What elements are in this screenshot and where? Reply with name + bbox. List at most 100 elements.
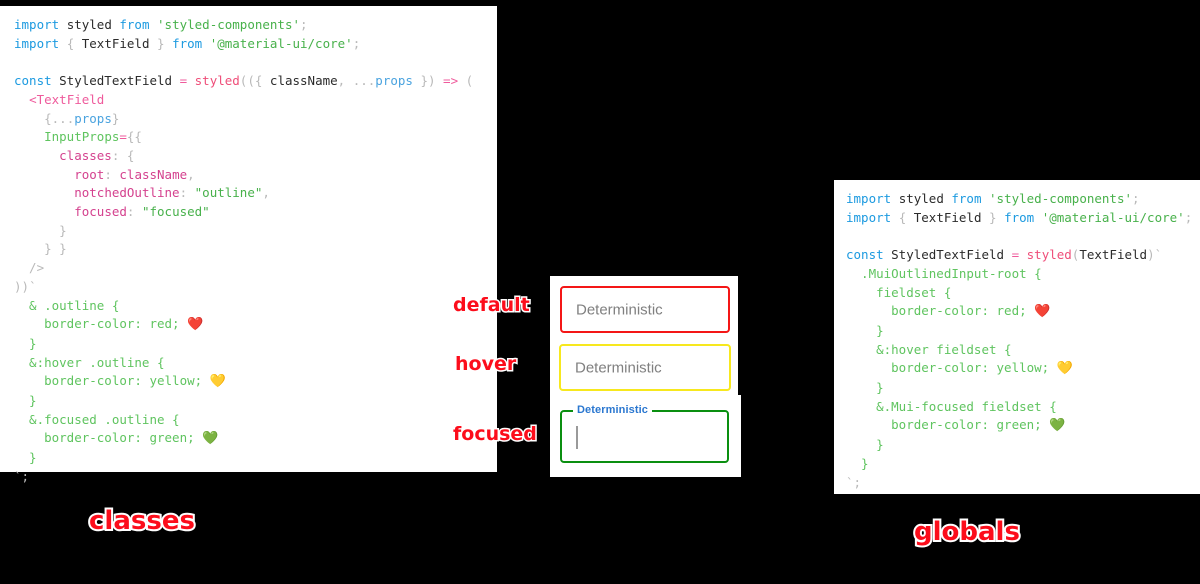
code-token: ` bbox=[846, 474, 854, 490]
code-line: import { TextField } from '@material-ui/… bbox=[14, 35, 497, 54]
code-line: } bbox=[846, 322, 1200, 341]
code-token: ( bbox=[465, 73, 474, 89]
code-token: { bbox=[66, 35, 82, 51]
code-line: border-color: green; 💚 bbox=[14, 429, 497, 449]
code-token: className bbox=[119, 166, 188, 182]
code-token: styled bbox=[898, 191, 952, 206]
code-token: import bbox=[846, 191, 899, 206]
code-line: .MuiOutlinedInput-root { bbox=[846, 265, 1200, 284]
code-token: ... bbox=[352, 73, 376, 89]
code-token: border-color: yellow; bbox=[846, 360, 1057, 376]
code-token: ) bbox=[1147, 247, 1155, 263]
code-line: } bbox=[846, 455, 1200, 474]
code-token: 💚 bbox=[1049, 418, 1066, 434]
textfield-default[interactable]: Deterministic bbox=[560, 286, 730, 333]
code-token: } bbox=[846, 322, 884, 338]
code-token: : bbox=[179, 185, 195, 201]
code-token: props bbox=[74, 110, 112, 126]
code-token: 💛 bbox=[209, 374, 226, 390]
code-token: styled bbox=[1026, 247, 1072, 263]
code-token: : { bbox=[111, 147, 135, 163]
code-token: , bbox=[337, 73, 353, 89]
code-line bbox=[14, 53, 497, 72]
code-token: : bbox=[104, 166, 120, 182]
code-token: focused bbox=[74, 204, 127, 220]
code-token: = bbox=[119, 129, 127, 145]
code-token: )) bbox=[14, 278, 30, 294]
code-token: ; bbox=[1132, 191, 1140, 206]
code-token: ( bbox=[1071, 247, 1080, 263]
classes-code-panel: import styled from 'styled-components';i… bbox=[0, 6, 497, 484]
code-token: border-color: green; bbox=[846, 417, 1050, 433]
code-token: border-color: red; bbox=[846, 303, 1035, 319]
code-line: &.Mui-focused fieldset { bbox=[846, 398, 1200, 417]
code-line: import { TextField } from '@material-ui/… bbox=[846, 209, 1200, 228]
code-token: } bbox=[981, 209, 1005, 225]
globals-code-panel: import styled from 'styled-components';i… bbox=[834, 180, 1200, 494]
code-line: } bbox=[14, 449, 497, 468]
code-line: } bbox=[14, 335, 497, 354]
code-token: from bbox=[951, 191, 990, 206]
code-line: import styled from 'styled-components'; bbox=[846, 190, 1200, 209]
annotation-hover: hover bbox=[453, 352, 517, 377]
code-line: } } bbox=[14, 240, 497, 259]
code-token: , bbox=[262, 185, 270, 201]
code-token: } bbox=[14, 335, 37, 351]
code-token: } bbox=[846, 455, 869, 471]
code-token: { bbox=[14, 110, 52, 126]
textfield-focused-label: Deterministic bbox=[573, 404, 652, 416]
code-token: (( bbox=[239, 73, 255, 89]
code-token: ; bbox=[300, 17, 308, 32]
code-token: notchedOutline bbox=[74, 185, 180, 201]
code-token: import bbox=[846, 209, 899, 225]
code-token: } } bbox=[14, 241, 67, 257]
code-token: 'styled-components' bbox=[989, 191, 1133, 206]
code-token: import bbox=[14, 17, 67, 32]
code-token: ❤️ bbox=[1034, 304, 1051, 320]
code-token: from bbox=[172, 35, 210, 51]
code-token: } bbox=[149, 35, 173, 51]
globals-code-block: import styled from 'styled-components';i… bbox=[846, 190, 1200, 492]
code-token: styled bbox=[194, 73, 240, 89]
textfield-hover[interactable]: Deterministic bbox=[559, 344, 731, 391]
code-token: TextField bbox=[81, 35, 150, 51]
code-line: &:hover fieldset { bbox=[846, 341, 1200, 360]
code-token: ` bbox=[14, 468, 22, 484]
code-token: &:hover .outline { bbox=[14, 354, 165, 370]
code-token: } bbox=[14, 222, 67, 238]
code-token: => bbox=[443, 73, 466, 89]
code-token bbox=[14, 129, 44, 144]
code-token: ` bbox=[1154, 247, 1163, 263]
code-line: } bbox=[14, 222, 497, 241]
text-caret bbox=[576, 426, 578, 449]
code-line: `; bbox=[14, 468, 497, 487]
code-line: &.focused .outline { bbox=[14, 411, 497, 430]
code-token: props bbox=[375, 73, 413, 89]
code-token: &:hover fieldset { bbox=[846, 341, 1012, 357]
code-token: & .outline { bbox=[14, 297, 120, 313]
code-token: : bbox=[126, 204, 142, 220]
code-line: {...props} bbox=[14, 110, 497, 129]
code-line: } bbox=[846, 436, 1200, 455]
code-line: InputProps={{ bbox=[14, 128, 497, 147]
code-token: StyledTextField bbox=[891, 247, 1012, 263]
code-token: } bbox=[846, 437, 884, 453]
code-token: { bbox=[898, 209, 914, 225]
code-token: ; bbox=[352, 35, 361, 51]
code-line: border-color: green; 💚 bbox=[846, 416, 1200, 436]
code-line: focused: "focused" bbox=[14, 203, 497, 222]
textfield-hover-placeholder: Deterministic bbox=[575, 359, 662, 376]
code-token: } bbox=[846, 380, 884, 396]
textfield-focused[interactable]: Deterministic bbox=[560, 404, 729, 463]
annotation-focused: focused bbox=[452, 422, 539, 447]
code-token: {{ bbox=[126, 129, 142, 145]
code-token: { bbox=[254, 73, 270, 89]
code-token: = bbox=[1011, 247, 1027, 263]
code-token: ; bbox=[1184, 209, 1193, 225]
code-token: className bbox=[269, 73, 338, 89]
code-line: & .outline { bbox=[14, 297, 497, 316]
code-line: border-color: red; ❤️ bbox=[846, 302, 1200, 322]
code-line: const StyledTextField = styled(TextField… bbox=[846, 246, 1200, 265]
code-token: InputProps bbox=[44, 129, 120, 145]
code-line: fieldset { bbox=[846, 284, 1200, 303]
